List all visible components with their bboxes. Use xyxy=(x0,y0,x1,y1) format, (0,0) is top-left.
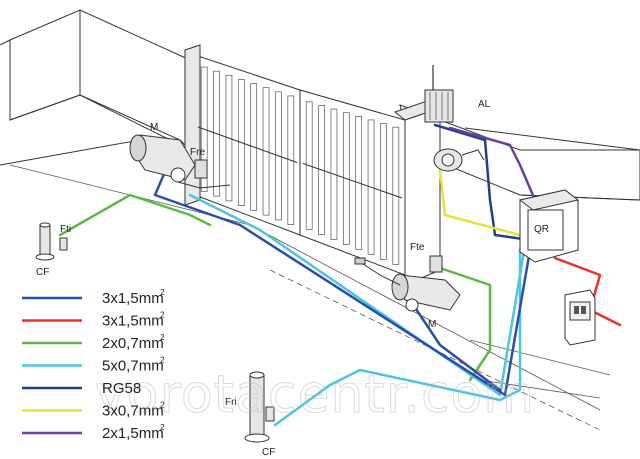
legend-superscript: 2 xyxy=(160,356,165,365)
label-column-left: CF xyxy=(36,267,49,278)
photocell-fre xyxy=(194,159,208,179)
wire-legend: 3x1,5mm23x1,5mm22x0,7mm25x0,7mm2RG583x0,… xyxy=(22,288,165,442)
label-flashing-lamp: AL xyxy=(478,99,491,110)
column-left xyxy=(35,222,55,261)
key-selector xyxy=(433,148,485,172)
wire-green-fti xyxy=(58,193,212,237)
legend-label: 5x0,7mm xyxy=(102,358,164,375)
wire-navy-rg58 xyxy=(433,123,532,242)
label-control-box: QR xyxy=(534,224,549,235)
legend-superscript: 2 xyxy=(160,311,165,320)
label-photocell-fre: Fre xyxy=(190,147,205,158)
legend-superscript: 2 xyxy=(160,401,165,410)
gate-rail xyxy=(302,163,403,199)
wire-red-mains xyxy=(553,256,622,327)
legend-label: 2x1,5mm xyxy=(102,425,164,442)
wire-blue-motor-right xyxy=(408,298,502,392)
label-motor-right: M xyxy=(428,319,436,330)
wire-cyan-main xyxy=(188,193,527,397)
wire-purple-lamp xyxy=(448,126,537,202)
legend-label: 3x0,7mm xyxy=(102,403,164,420)
wires xyxy=(58,123,622,427)
control-box xyxy=(518,189,580,263)
wire-green-fte xyxy=(438,266,492,382)
wire-yellow-lamp xyxy=(438,168,522,237)
watermark-text: vorotacentr.com xyxy=(95,365,535,425)
photocell-fte xyxy=(429,255,443,273)
wire-cyan-fri xyxy=(273,248,522,427)
legend-superscript: 2 xyxy=(160,288,165,297)
legend-label: RG58 xyxy=(102,380,141,397)
label-motor-left: M xyxy=(150,122,158,133)
legend-label: 3x1,5mm xyxy=(102,313,164,330)
gate-right-leaf xyxy=(299,89,421,286)
motor-left xyxy=(129,134,231,189)
legend-superscript: 2 xyxy=(160,333,165,342)
label-photocell-fte: Fte xyxy=(410,242,425,253)
label-photocell-fri: Fri xyxy=(225,397,237,408)
mains-switch-box xyxy=(564,289,596,346)
label-column-bottom: CF xyxy=(262,447,275,458)
legend-superscript: 2 xyxy=(160,423,165,432)
flashing-lamp xyxy=(424,65,454,123)
label-photocell-fti: Fti xyxy=(60,224,71,235)
legend-label: 3x1,5mm xyxy=(102,290,164,307)
gate-rail xyxy=(197,126,298,163)
wire-blue-motor-left xyxy=(153,158,532,397)
photocell-fti xyxy=(59,237,68,251)
motor-right xyxy=(354,257,461,312)
legend-row: RG58 xyxy=(22,380,141,397)
legend-label: 2x0,7mm xyxy=(102,335,164,352)
column-bottom xyxy=(244,371,275,443)
gate-left-leaf xyxy=(184,44,301,236)
